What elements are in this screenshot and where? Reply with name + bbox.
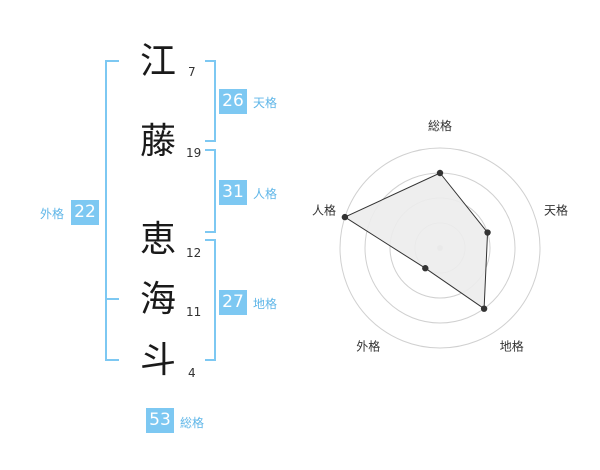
name-char-2: 藤 — [140, 121, 177, 162]
tenkaku-value: 26 — [219, 89, 247, 114]
radar-axis-label-5: 人格 — [312, 202, 336, 217]
gaikaku-bracket-divider — [105, 298, 119, 300]
name-char-5: 斗 — [140, 340, 177, 381]
gaikaku-label: 外格 — [40, 207, 65, 221]
jinkaku-label: 人格 — [253, 187, 278, 201]
jinkaku-bracket — [205, 149, 216, 233]
stroke-count-1: 7 — [188, 65, 196, 79]
chikaku-value: 27 — [219, 290, 247, 315]
stroke-count-5: 4 — [188, 366, 196, 380]
tenkaku-label: 天格 — [253, 96, 278, 110]
name-char-1: 江 — [140, 41, 177, 82]
chikaku-bracket — [205, 239, 216, 361]
radar-axis-label-3: 地格 — [500, 339, 524, 354]
name-char-4: 海 — [140, 279, 177, 320]
radar-point-1 — [436, 169, 444, 177]
radar-point-4 — [422, 265, 429, 272]
radar-point-3 — [480, 305, 488, 312]
radar-ring — [339, 147, 541, 349]
jinkaku-value: 31 — [219, 180, 247, 205]
tenkaku-bracket — [205, 60, 216, 142]
gaikaku-bracket — [105, 60, 119, 361]
stroke-count-4: 11 — [186, 305, 202, 319]
radar-point-5 — [341, 213, 349, 221]
radar-axis-label-1: 総格 — [428, 118, 452, 133]
gaikaku-value: 22 — [71, 200, 99, 225]
stroke-count-3: 12 — [186, 246, 202, 260]
soukaku-label: 総格 — [180, 416, 205, 430]
name-char-3: 恵 — [140, 219, 177, 260]
stroke-count-2: 19 — [186, 146, 202, 160]
radar-axis-label-2: 天格 — [544, 202, 568, 217]
radar-axis-label-4: 外格 — [356, 339, 380, 354]
radar-shape — [343, 172, 489, 310]
radar-point-2 — [484, 229, 491, 236]
soukaku-value: 53 — [146, 408, 174, 433]
chikaku-label: 地格 — [253, 297, 278, 311]
